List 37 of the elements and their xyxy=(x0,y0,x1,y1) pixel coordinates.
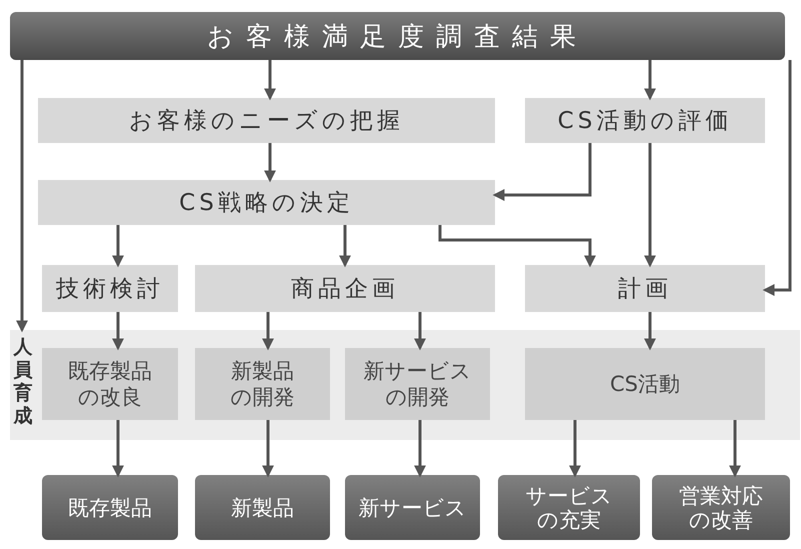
arrow xyxy=(729,420,741,478)
arrow xyxy=(438,225,596,268)
result-box: 営業対応の改善 xyxy=(652,475,790,540)
result-box: 新サービス xyxy=(345,475,480,540)
title-bar: お客様満足度調査結果 xyxy=(10,12,785,60)
arrow xyxy=(112,225,124,268)
process-box: 計画 xyxy=(525,265,765,312)
arrow xyxy=(644,312,656,350)
process-box: 新製品の開発 xyxy=(195,348,330,420)
process-box: お客様のニーズの把握 xyxy=(38,98,495,143)
arrow xyxy=(16,60,28,332)
arrow xyxy=(569,420,581,478)
group-band xyxy=(10,330,800,440)
arrow xyxy=(644,60,656,100)
band-label: 人員育成 xyxy=(12,336,34,428)
process-box: 商品企画 xyxy=(195,265,495,312)
process-box: 既存製品の改良 xyxy=(42,348,178,420)
process-box: 新サービスの開発 xyxy=(345,348,490,420)
arrow xyxy=(112,312,124,350)
result-box: サービスの充実 xyxy=(498,475,640,540)
arrow xyxy=(264,60,276,100)
arrow xyxy=(262,420,274,478)
process-box: CS活動 xyxy=(525,348,765,420)
arrow xyxy=(644,143,656,268)
process-box: CS戦略の決定 xyxy=(38,180,495,225)
arrow xyxy=(762,60,792,296)
result-box: 新製品 xyxy=(195,475,330,540)
process-box: 技術検討 xyxy=(42,265,178,312)
arrow xyxy=(112,420,124,478)
arrow xyxy=(414,312,426,350)
result-box: 既存製品 xyxy=(42,475,178,540)
arrow xyxy=(492,143,592,201)
process-box: CS活動の評価 xyxy=(525,98,765,143)
arrow xyxy=(414,420,426,478)
arrow xyxy=(262,312,274,350)
arrow xyxy=(339,225,351,268)
arrow xyxy=(264,143,276,182)
